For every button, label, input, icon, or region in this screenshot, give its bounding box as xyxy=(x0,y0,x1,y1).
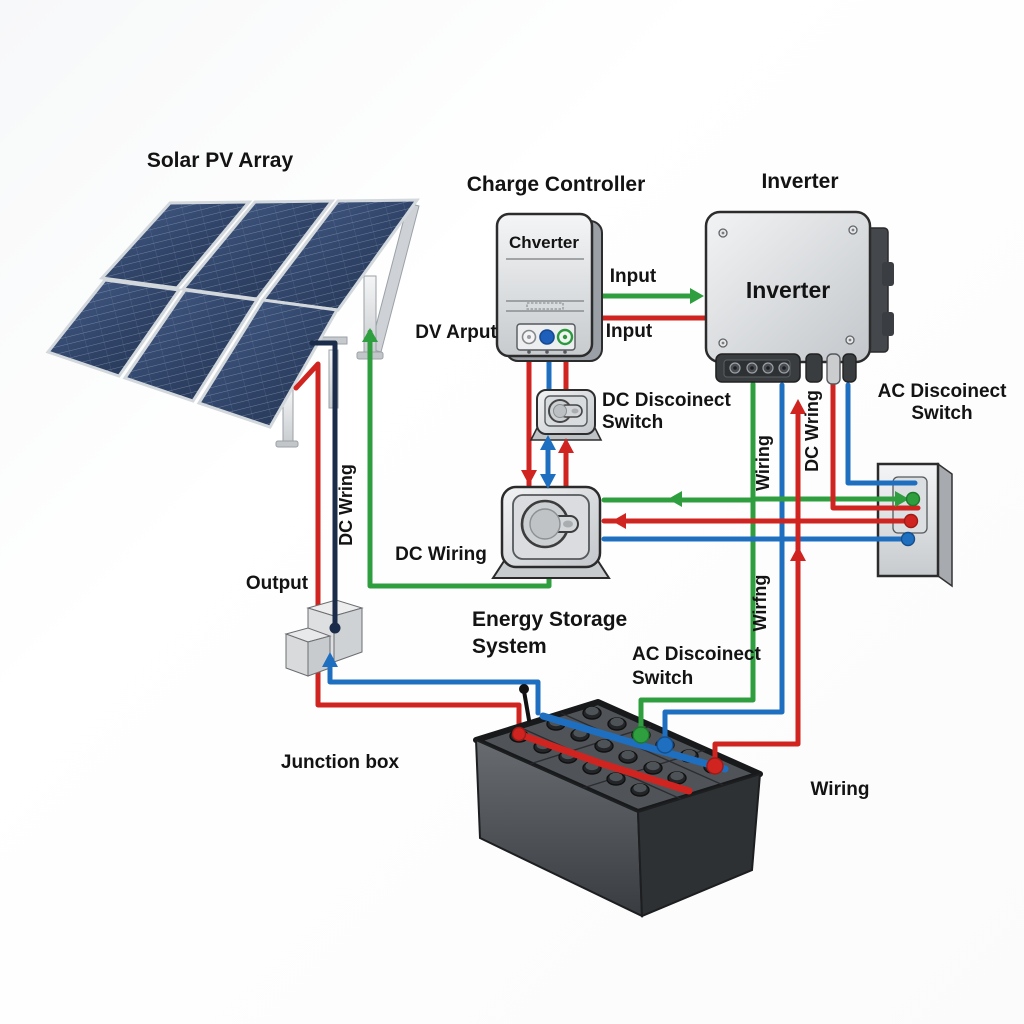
wire-array-to-junction-navy xyxy=(309,340,338,629)
arrow-red-up-small xyxy=(558,438,574,453)
inverter-gland-1 xyxy=(805,353,823,383)
battery-blue-terminal xyxy=(656,736,674,754)
label-inverter-title: Inverter xyxy=(761,170,838,193)
label-input-bottom: Input xyxy=(606,321,653,342)
inverter-gland-2 xyxy=(826,353,841,385)
wire-inverter-stub-blue xyxy=(845,382,918,486)
label-junction-box: Junction box xyxy=(281,752,400,773)
label-input-top: Input xyxy=(610,266,657,287)
arrow-blue-up xyxy=(540,435,556,450)
wire-pv-output-red xyxy=(293,361,522,734)
battery-cable-blue xyxy=(539,712,729,773)
junction-navy-terminal xyxy=(329,622,341,634)
wire-inverter-to-battery-green xyxy=(638,381,756,734)
battery-red-terminal-left xyxy=(511,726,527,742)
label-ac-disconnect-right-line2: Switch xyxy=(911,403,972,424)
wire-inverter-to-battery-blue xyxy=(662,382,785,744)
label-controller-box: Chverter xyxy=(509,233,579,252)
ac-switch-blue-port xyxy=(900,531,916,547)
label-energy-storage-line1: Energy Storage xyxy=(472,608,627,631)
wire-battery-to-junction-blue xyxy=(327,661,541,716)
arrow-red-down xyxy=(521,470,537,485)
arrow-green-up-array xyxy=(362,328,378,342)
label-wiring-vertical: Wiring xyxy=(753,435,773,491)
controller-indicator-blue xyxy=(539,329,555,345)
wire-battery-up-red xyxy=(712,409,801,765)
junction-box xyxy=(284,599,364,677)
label-dc-wiring-vertical-right: DC Wring xyxy=(802,390,822,472)
battery-cable-red xyxy=(515,730,693,795)
label-ac-disconnect-mid-line2: Switch xyxy=(632,668,693,689)
inverter-gland-3 xyxy=(842,353,857,383)
arrow-red-left xyxy=(612,513,626,529)
ac-switch-green-port xyxy=(905,491,921,507)
arrow-blue-down xyxy=(540,474,556,489)
battery-black-terminal xyxy=(519,684,529,694)
label-energy-storage-line2: System xyxy=(472,635,547,658)
label-ac-disconnect-mid-line1: AC Discoinect xyxy=(632,644,761,665)
label-inverter-box: Inverter xyxy=(746,277,830,303)
wires xyxy=(309,293,921,765)
label-dc-disconnect-line1: DC Discoinect xyxy=(602,390,731,411)
charge-controller xyxy=(495,212,603,362)
label-output: Output xyxy=(246,573,309,594)
arrow-red-up-1 xyxy=(790,399,806,414)
arrow-green-right-ac xyxy=(895,491,909,507)
label-charge-controller: Charge Controller xyxy=(467,173,646,196)
arrow-green-left xyxy=(668,491,682,507)
controller-vent-strip xyxy=(526,302,564,310)
dc-disconnect-switch-big xyxy=(491,485,611,579)
label-wiring-vertical-lower: Wirfng xyxy=(750,575,770,632)
pv-panel-row-back xyxy=(98,198,420,312)
label-ac-disconnect-right-line1: AC Discoinect xyxy=(878,381,1007,402)
arrow-red-up-2 xyxy=(790,546,806,561)
label-dc-disconnect-line2: Switch xyxy=(602,412,663,433)
label-dc-wiring-horizontal: DC Wiring xyxy=(395,544,487,565)
ac-switch-red-port xyxy=(903,513,919,529)
label-wiring-bottom: Wiring xyxy=(811,779,870,800)
label-solar-pv-array: Solar PV Array xyxy=(147,149,294,172)
label-dv-arput: DV Arput xyxy=(415,322,497,343)
battery-green-terminal xyxy=(632,726,650,744)
arrowheads-and-dots xyxy=(322,288,921,775)
arrow-green-right-input xyxy=(690,288,704,304)
battery-red-terminal-right xyxy=(706,757,724,775)
inverter xyxy=(704,210,894,385)
arrow-blue-up-junction xyxy=(322,652,338,667)
label-dc-wiring-vertical-left: DC Wring xyxy=(336,464,356,546)
pv-panel-row-front xyxy=(45,278,340,429)
diagram-labels: Solar PV Array Charge Controller Inverte… xyxy=(147,149,1007,800)
dc-disconnect-switch-small xyxy=(529,389,603,441)
wire-inverter-stub-red xyxy=(830,382,921,511)
solar-pv-array xyxy=(45,198,420,448)
battery-sense-stub-black xyxy=(522,689,531,722)
